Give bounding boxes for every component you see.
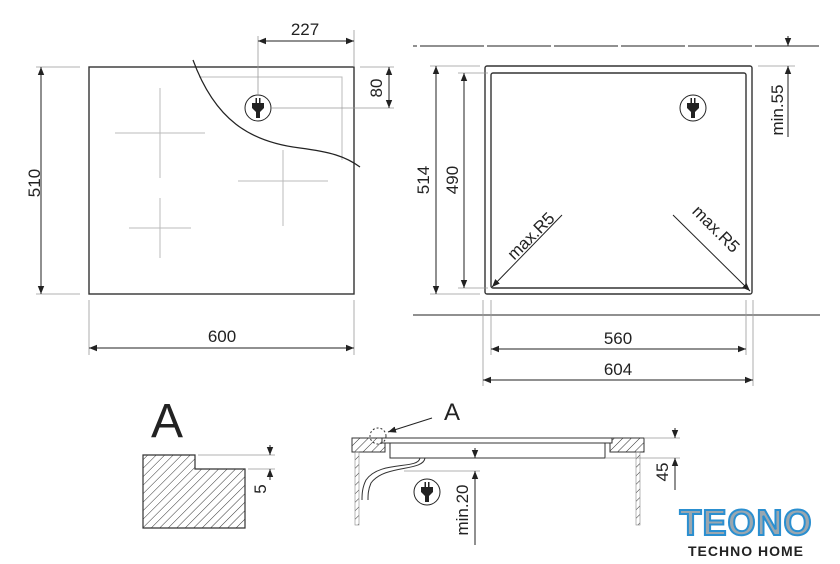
logo-name: TEONO (679, 502, 812, 543)
step-label: 5 (251, 484, 270, 493)
outer-height-label: 514 (414, 166, 433, 194)
outer-width-label: 604 (604, 360, 632, 379)
plug-icon (244, 94, 272, 122)
inner-height-label: 490 (443, 166, 462, 194)
detail-a: A 5 (142, 395, 275, 529)
plug-offset-x-label: 227 (291, 20, 319, 39)
section-view: A min.20 45 (351, 399, 680, 545)
hob-top-view: 510 600 227 80 (25, 20, 394, 355)
logo-tagline: TECHNO HOME (688, 543, 804, 559)
section-a-label: A (444, 399, 460, 426)
min-gap-label: min.20 (453, 484, 472, 535)
height-label: 510 (25, 169, 44, 197)
plug-offset-y-label: 80 (367, 79, 386, 98)
radius-right-label: max.R5 (688, 202, 743, 257)
plug-icon (679, 94, 707, 122)
inner-width-label: 560 (604, 329, 632, 348)
cutout-view: 514 490 560 604 min.55 max.R5 max.R5 (413, 36, 820, 386)
min-clearance-label: min.55 (768, 84, 787, 135)
radius-left-label: max.R5 (504, 209, 559, 264)
detail-a-label: A (151, 395, 183, 448)
plug-icon (413, 478, 441, 506)
cooking-zone-markers (115, 88, 328, 258)
brand-logo: TEONO TECHNO HOME (678, 501, 812, 559)
depth-label: 45 (653, 463, 672, 482)
width-label: 600 (208, 327, 236, 346)
